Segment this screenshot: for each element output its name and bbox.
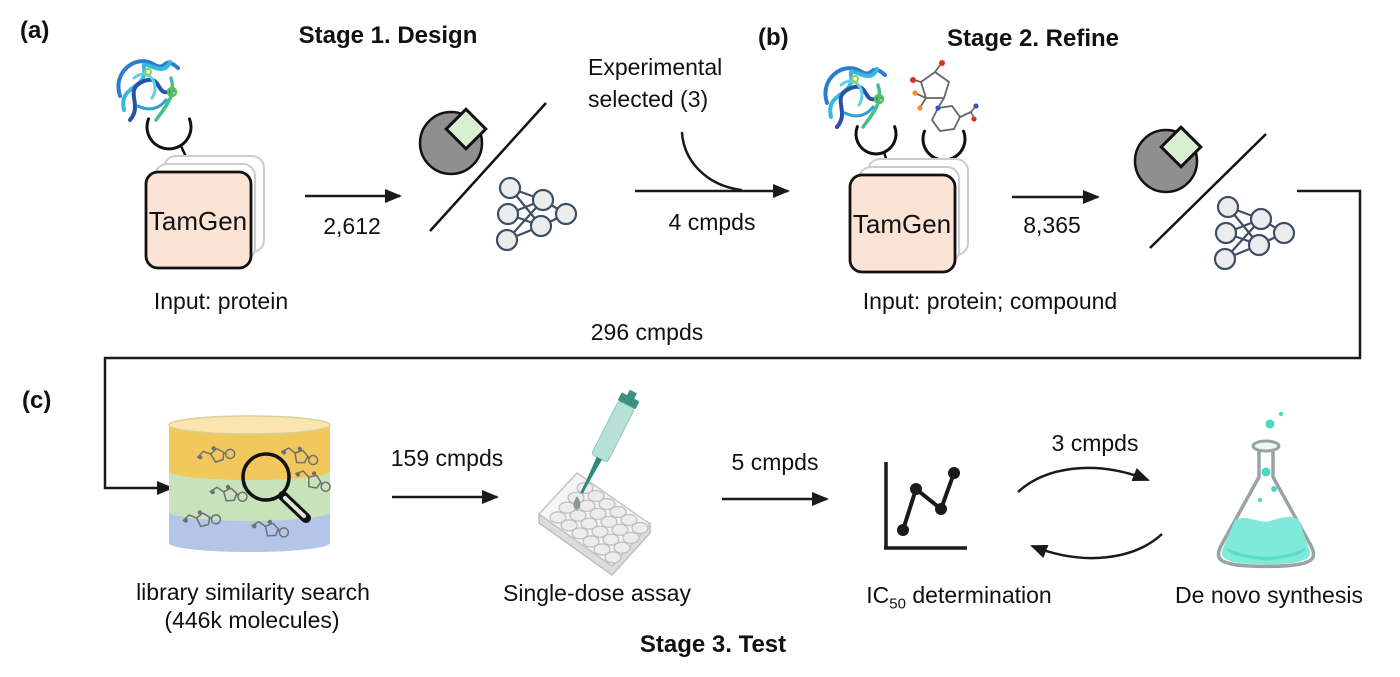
magnifier-icon <box>241 452 311 523</box>
binding-pocket-icon-b1 <box>854 125 898 156</box>
experimental-merge-curve <box>680 131 743 192</box>
tamgen-box-a <box>144 155 265 270</box>
stage2-output-count: 296 cmpds <box>590 319 704 345</box>
pipette-icon <box>580 389 640 494</box>
panel-b-label: (b) <box>758 24 789 51</box>
filter-icon-a <box>418 107 488 176</box>
generated-count-a: 2,612 <box>323 213 381 239</box>
panel-c-title: Stage 3. Test <box>639 631 787 658</box>
droplet-icon <box>573 496 581 510</box>
ic50-chart-icon <box>884 462 967 550</box>
protein-structure-icon-b <box>823 66 887 129</box>
input-caption-a: Input: protein <box>153 288 289 314</box>
routing-arrow-stage2-to-stage3 <box>103 189 1362 495</box>
cycle-arrows-icon <box>1017 466 1163 560</box>
generated-count-b: 8,365 <box>1023 212 1081 238</box>
protein-structure-icon-a <box>116 59 180 122</box>
binding-pocket-icon-b2 <box>921 129 967 162</box>
panel-b-title: Stage 2. Refine <box>946 25 1120 52</box>
ic50-caption-prefix: IC <box>866 582 890 608</box>
well-plate-icon <box>537 472 652 576</box>
slash-divider-a <box>429 102 547 232</box>
panel-a-label: (a) <box>20 17 50 44</box>
assay-icon <box>537 389 652 576</box>
neural-network-icon-a <box>495 176 578 252</box>
synthesis-caption: De novo synthesis <box>1175 582 1363 608</box>
binding-pocket-icon-a <box>145 117 193 151</box>
library-hits-count: 159 cmpds <box>390 445 504 471</box>
library-caption-line1: library similarity search <box>136 579 370 605</box>
cycle-count: 3 cmpds <box>1051 430 1139 456</box>
ic50-caption-sub: 50 <box>889 595 906 613</box>
flask-icon <box>1216 411 1316 569</box>
assay-hits-count: 5 cmpds <box>731 449 819 475</box>
library-caption-line2: (446k molecules) <box>164 607 340 633</box>
compound-library-icon <box>168 415 334 552</box>
compound-structure-icon-b <box>909 59 980 132</box>
tamgen-box-b <box>848 158 969 274</box>
neural-network-icon-b <box>1213 195 1296 271</box>
filter-icon-b <box>1133 125 1203 194</box>
experimental-note-line1: Experimental <box>588 54 723 80</box>
tamgen-label-a: TamGen <box>148 206 248 236</box>
panel-a-title: Stage 1. Design <box>298 22 478 49</box>
panel-c-label: (c) <box>22 387 52 414</box>
ic50-caption: IC50 determination <box>866 581 1051 614</box>
experimental-note-line2: selected (3) <box>588 86 709 112</box>
input-caption-b: Input: protein; compound <box>862 288 1118 314</box>
tamgen-label-b: TamGen <box>852 209 952 239</box>
slash-divider-b <box>1149 133 1267 249</box>
ic50-caption-suffix: determination <box>905 582 1052 608</box>
selected-count-a: 4 cmpds <box>668 209 756 235</box>
assay-caption: Single-dose assay <box>503 580 691 606</box>
